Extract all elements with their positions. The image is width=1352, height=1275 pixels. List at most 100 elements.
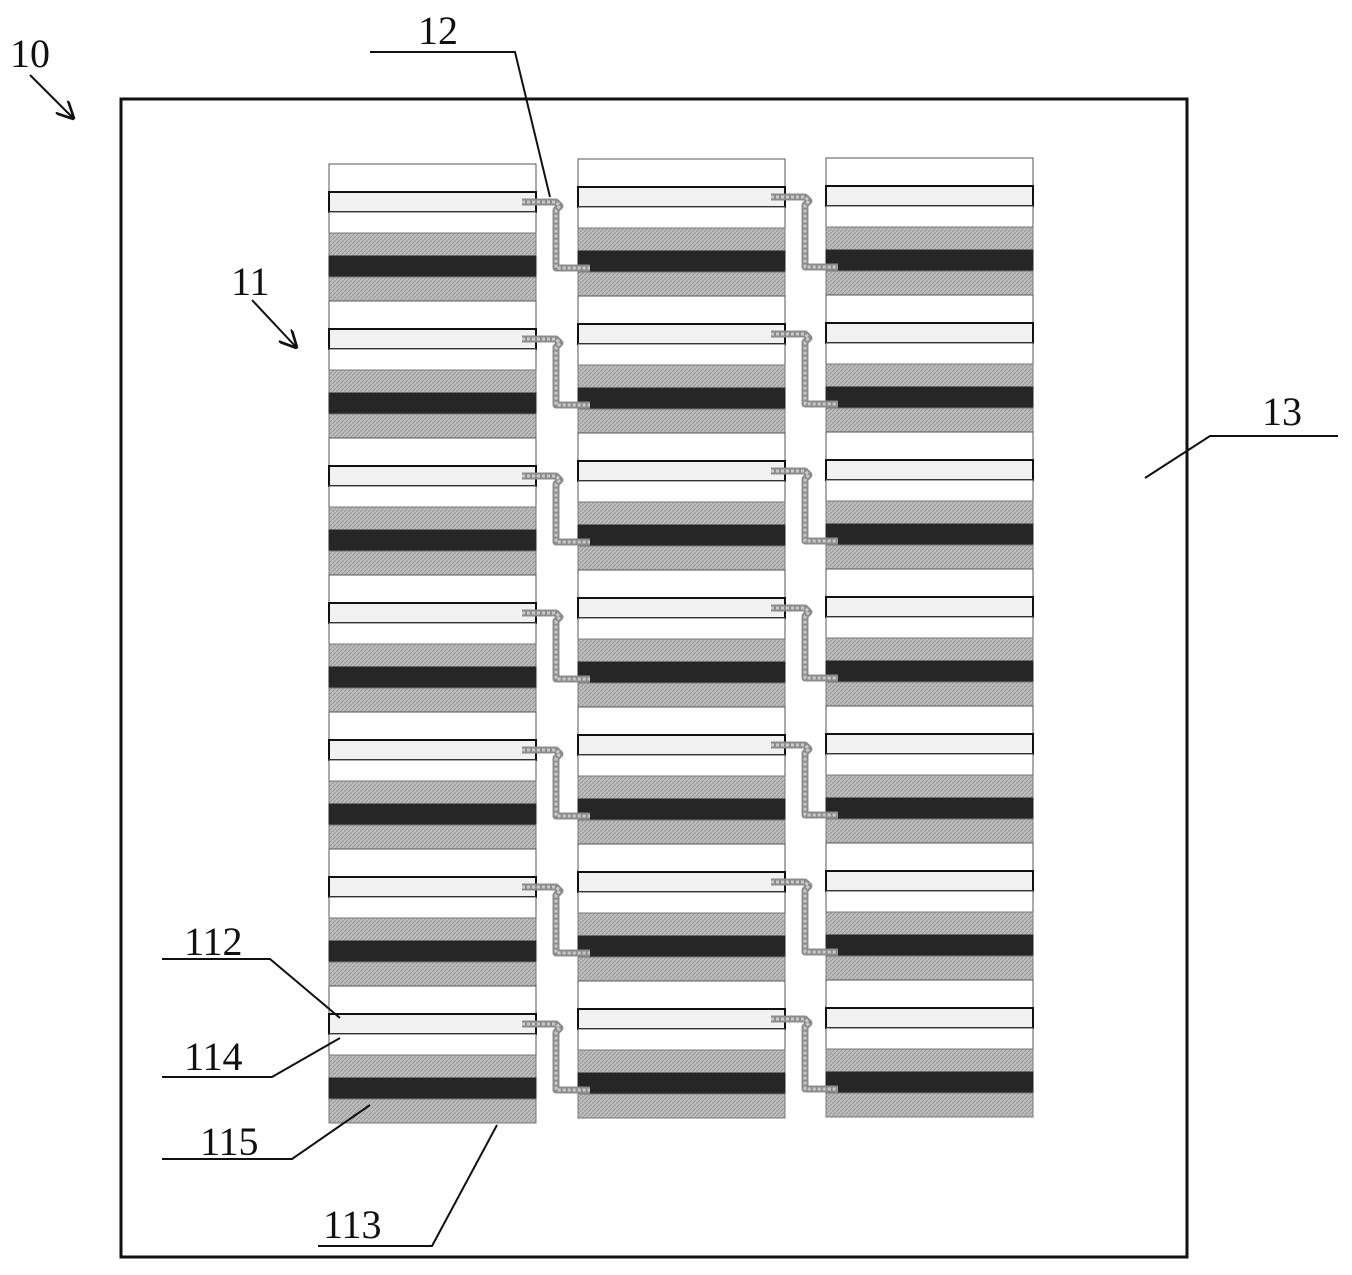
layer-gray bbox=[328, 232, 537, 257]
layer-dark bbox=[328, 392, 537, 415]
layer-gray bbox=[577, 682, 786, 708]
layer-gray bbox=[328, 1054, 537, 1079]
layer-white bbox=[577, 754, 786, 777]
cell-stack bbox=[825, 157, 1034, 1118]
cell-stack bbox=[328, 163, 537, 1124]
leader-lines bbox=[29, 51, 1338, 1247]
layer-light bbox=[577, 460, 786, 482]
layer-light bbox=[825, 1007, 1034, 1029]
layer-light bbox=[577, 734, 786, 756]
interconnect-core bbox=[771, 469, 838, 543]
layer-gray bbox=[825, 681, 1034, 707]
interconnect-core bbox=[771, 1017, 838, 1091]
leader-12 bbox=[370, 51, 551, 198]
layer-white bbox=[825, 890, 1034, 913]
layer-white bbox=[825, 1027, 1034, 1050]
interconnect-core bbox=[522, 337, 590, 407]
layer-white bbox=[328, 163, 537, 193]
layer-white bbox=[328, 759, 537, 782]
layer-gray bbox=[577, 227, 786, 252]
layer-white bbox=[825, 342, 1034, 365]
label-115: 115 bbox=[200, 1119, 259, 1164]
layer-white bbox=[577, 891, 786, 914]
layer-gray bbox=[328, 917, 537, 942]
layer-gray bbox=[577, 956, 786, 982]
leader-113 bbox=[318, 1124, 498, 1247]
interconnect-core bbox=[522, 885, 590, 955]
layer-gray bbox=[328, 506, 537, 531]
interconnect-core bbox=[771, 332, 838, 406]
layer-light bbox=[577, 323, 786, 345]
layer-gray bbox=[577, 1049, 786, 1074]
layer-white bbox=[328, 985, 537, 1015]
layer-white bbox=[577, 569, 786, 599]
layer-white bbox=[328, 896, 537, 919]
layer-white bbox=[328, 848, 537, 878]
layer-light bbox=[825, 185, 1034, 207]
layer-gray bbox=[577, 364, 786, 389]
layer-gray bbox=[577, 501, 786, 526]
layer-gray bbox=[328, 780, 537, 805]
layer-light bbox=[577, 1008, 786, 1030]
label-10: 10 bbox=[10, 31, 50, 76]
interconnect-core bbox=[771, 606, 838, 680]
layer-gray bbox=[328, 413, 537, 439]
interconnects bbox=[522, 193, 838, 1094]
layer-dark bbox=[577, 1072, 786, 1095]
leader-115 bbox=[162, 1104, 371, 1160]
layer-white bbox=[328, 574, 537, 604]
interconnect-core bbox=[771, 195, 838, 269]
layer-dark bbox=[328, 940, 537, 963]
layer-dark bbox=[577, 524, 786, 547]
layer-light bbox=[328, 465, 537, 487]
layer-white bbox=[328, 485, 537, 508]
layer-white bbox=[577, 617, 786, 640]
layer-dark bbox=[825, 797, 1034, 820]
layer-gray bbox=[825, 818, 1034, 844]
layer-light bbox=[825, 870, 1034, 892]
layer-white bbox=[577, 206, 786, 229]
layer-dark bbox=[328, 255, 537, 278]
layer-dark bbox=[577, 661, 786, 684]
layer-gray bbox=[328, 687, 537, 713]
cell-stacks bbox=[328, 157, 1034, 1124]
layer-gray bbox=[328, 550, 537, 576]
layer-gray bbox=[328, 276, 537, 302]
layer-gray bbox=[825, 911, 1034, 936]
layer-gray bbox=[825, 363, 1034, 388]
layer-white bbox=[328, 211, 537, 234]
cell-stack bbox=[577, 158, 786, 1119]
layer-dark bbox=[577, 935, 786, 958]
layer-white bbox=[825, 753, 1034, 776]
layer-gray bbox=[825, 1092, 1034, 1118]
layer-gray bbox=[577, 1093, 786, 1119]
layer-dark bbox=[825, 1071, 1034, 1094]
layer-white bbox=[825, 479, 1034, 502]
layer-light bbox=[328, 328, 537, 350]
layer-white bbox=[577, 432, 786, 462]
layer-gray bbox=[577, 775, 786, 800]
interconnect-core bbox=[771, 880, 838, 954]
layer-dark bbox=[825, 523, 1034, 546]
layer-white bbox=[577, 158, 786, 188]
layer-dark bbox=[825, 934, 1034, 957]
layer-gray bbox=[825, 774, 1034, 799]
layer-gray bbox=[825, 407, 1034, 433]
interconnect-core bbox=[771, 743, 838, 817]
label-113: 113 bbox=[323, 1202, 382, 1247]
layer-white bbox=[328, 622, 537, 645]
layer-white bbox=[577, 343, 786, 366]
layer-white bbox=[577, 706, 786, 736]
leader-114 bbox=[162, 1037, 341, 1078]
layer-dark bbox=[328, 1077, 537, 1100]
layer-gray bbox=[328, 643, 537, 668]
layer-white bbox=[577, 480, 786, 503]
layer-white bbox=[825, 431, 1034, 461]
layer-gray bbox=[825, 637, 1034, 662]
interconnect-core bbox=[522, 748, 590, 818]
layer-gray bbox=[577, 408, 786, 434]
layer-light bbox=[825, 459, 1034, 481]
layer-dark bbox=[328, 529, 537, 552]
layer-gray bbox=[825, 544, 1034, 570]
